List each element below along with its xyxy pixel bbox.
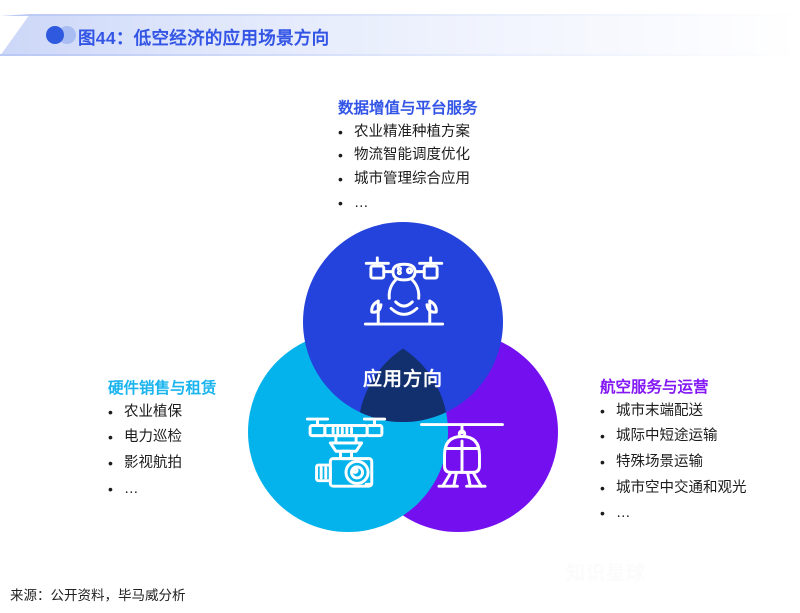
list-item: • … [338,195,568,212]
list-item-label: 物流智能调度优化 [354,147,470,164]
block-data-platform: 数据增值与平台服务 • 农业精准种植方案 • 物流智能调度优化 • 城市管理综合… [338,100,568,218]
header-top-rule [0,14,800,16]
block-hardware-list: • 农业植保 • 电力巡检 • 影视航拍 • … [108,404,318,498]
list-item-label: … [124,480,139,497]
block-data-platform-list: • 农业精准种植方案 • 物流智能调度优化 • 城市管理综合应用 • … [338,124,568,212]
list-item: • 电力巡检 [108,429,318,446]
list-item-label: 农业精准种植方案 [354,123,470,140]
list-item-label: 城市空中交通和观光 [616,479,747,496]
list-item: • 城际中短途运输 [600,428,800,445]
header-background-shape [0,14,800,56]
list-item: • 农业精准种植方案 [338,124,568,141]
list-item-label: 城际中短途运输 [616,428,718,445]
block-data-platform-heading: 数据增值与平台服务 [338,100,478,117]
circle-dark-icon [46,26,64,44]
list-item-label: 城市末端配送 [616,402,703,419]
venn-center-label: 应用方向 [362,369,443,390]
watermark: 知识星球 [566,563,647,584]
block-aviation-heading: 航空服务与运营 [600,379,709,396]
drone-icon [363,256,445,326]
list-item-label: 影视航拍 [124,454,182,471]
list-item: • … [108,481,318,498]
figure-title: 图44：低空经济的应用场景方向 [78,28,330,48]
list-item: • 影视航拍 [108,455,318,472]
bullet-icon: • [108,429,113,446]
list-item-label: 特殊场景运输 [616,453,703,470]
bullet-icon: • [338,170,343,187]
bullet-icon: • [338,147,343,164]
list-item-label: 农业植保 [124,403,182,420]
bullet-icon: • [600,453,605,470]
bullet-icon: • [600,428,605,445]
list-item: • 城市空中交通和观光 [600,480,800,497]
bullet-icon: • [600,479,605,496]
header-bottom-rule [0,54,800,56]
bullet-icon: • [108,454,113,471]
bullet-icon: • [600,505,605,522]
venn-diagram: 应用方向 [248,222,558,532]
figure-header-banner: 图44：低空经济的应用场景方向 [0,14,800,56]
drone-camera-icon [305,417,387,488]
list-item: • 特殊场景运输 [600,454,800,471]
bullet-icon: • [338,194,343,211]
list-item: • 物流智能调度优化 [338,147,568,164]
block-hardware-heading: 硬件销售与租赁 [108,380,217,397]
block-aviation: 航空服务与运营 • 城市末端配送 • 城际中短途运输 • 特殊场景运输 • 城市… [600,379,800,531]
block-hardware: 硬件销售与租赁 • 农业植保 • 电力巡检 • 影视航拍 • … [108,380,318,506]
list-item-label: 电力巡检 [124,429,182,446]
bullet-icon: • [600,402,605,419]
list-item-label: … [354,194,369,211]
list-item-label: 城市管理综合应用 [354,170,470,187]
bullet-icon: • [338,123,343,140]
list-item: • 城市末端配送 [600,403,800,420]
list-item-label: … [616,505,631,522]
helicopter-icon [420,423,504,488]
bullet-icon: • [108,480,113,497]
list-item: • … [600,505,800,522]
source-note: 来源：公开资料，毕马威分析 [10,588,186,603]
list-item: • 农业植保 [108,404,318,421]
list-item: • 城市管理综合应用 [338,171,568,188]
block-aviation-list: • 城市末端配送 • 城际中短途运输 • 特殊场景运输 • 城市空中交通和观光 … [600,403,800,522]
bullet-icon: • [108,403,113,420]
circle-pair-icon [46,26,82,44]
